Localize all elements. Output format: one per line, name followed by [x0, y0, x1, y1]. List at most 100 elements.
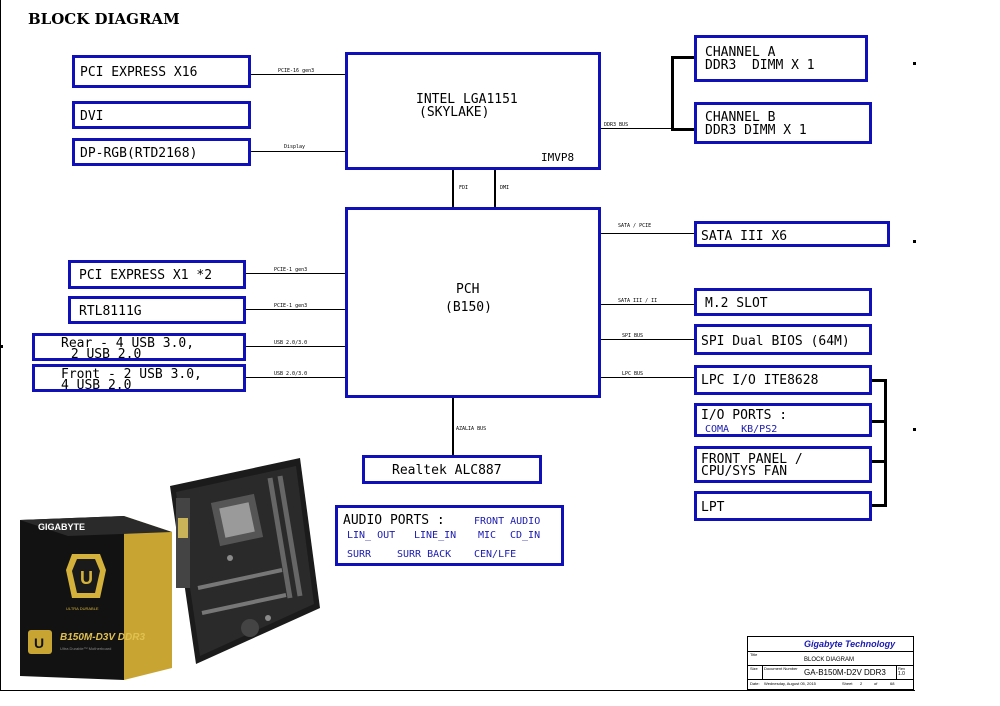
channel-a-line1: CHANNEL A — [705, 45, 776, 60]
bus-label-pcie1-a: PCIE-1 gen3 — [274, 267, 308, 273]
box-badge-letter: U — [80, 568, 93, 588]
io-ports-label: I/O PORTS : — [701, 408, 788, 423]
bus-label-dmi: DMI — [500, 185, 510, 191]
bus-label-lpc: LPC BUS — [622, 371, 644, 377]
connector-ddr3-trunk — [671, 56, 674, 130]
title-block-of-label: of — [874, 681, 878, 686]
io-ports-list: COMA KB/PS2 — [705, 424, 778, 435]
io-ports-block: I/O PORTS : COMA KB/PS2 — [694, 403, 872, 437]
title-block-sheets: 68 — [890, 681, 895, 686]
frame-tick — [913, 428, 916, 431]
pch-model: (B150) — [445, 300, 492, 315]
connector-channel-a — [671, 56, 696, 59]
pcie-x16-label: PCI EXPRESS X16 — [80, 65, 198, 80]
bus-label-ddr3: DDR3 BUS — [604, 122, 629, 128]
usb-rear-block: Rear - 4 USB 3.0, 2 USB 2.0 — [32, 333, 246, 362]
frame-tick — [913, 240, 916, 243]
lpt-label: LPT — [701, 500, 725, 515]
connector-io-ports — [870, 420, 886, 423]
title-block-sheet: 2 — [860, 681, 863, 686]
audio-lin-out: LIN_ OUT — [347, 530, 396, 541]
usb-front-block: Front - 2 USB 3.0, 4 USB 2.0 — [32, 364, 246, 393]
title-block-doc-number: GA-B150M-D2V DDR3 — [804, 668, 886, 677]
lpc-io-block: LPC I/O ITE8628 — [694, 365, 872, 395]
connector-pcie1-a — [245, 273, 347, 274]
box-badge-text: ULTRA DURABLE — [66, 606, 99, 611]
dp-rgb-label: DP-RGB(RTD2168) — [80, 146, 198, 161]
connector-usb-front — [245, 377, 347, 378]
box-tagline: Ultra Durable™ Motherboard — [60, 646, 111, 651]
title-block-company: Gigabyte Technology — [804, 639, 896, 649]
diagram-title: BLOCK DIAGRAM — [28, 10, 180, 28]
channel-b-line2: DDR3 DIMM X 1 — [705, 123, 807, 138]
audio-cen-lfe: CEN/LFE — [474, 549, 517, 560]
usb-front-line1: Front - 2 USB 3.0, — [61, 367, 202, 382]
audio-surr-back: SURR BACK — [397, 549, 452, 560]
lpc-io-label: LPC I/O ITE8628 — [701, 373, 819, 388]
usb-front-line2: 4 USB 2.0 — [61, 378, 132, 393]
bus-label-display: Display — [284, 144, 306, 150]
connector-fdi — [452, 168, 454, 209]
connector-lpc-trunk — [884, 379, 887, 507]
title-block-doc-label: Document Number — [764, 666, 798, 671]
frame-tick — [0, 345, 3, 348]
audio-ports-block: AUDIO PORTS : FRONT AUDIO LIN_ OUT LINE_… — [335, 505, 564, 566]
connector-lpc — [600, 377, 696, 378]
title-block-title: BLOCK DIAGRAM — [804, 657, 855, 663]
frame-border-bottom — [0, 690, 915, 691]
pcie-x16-block: PCI EXPRESS X16 — [72, 55, 251, 88]
bus-label-sata3: SATA III / II — [618, 298, 658, 304]
motherboard-image — [170, 458, 320, 664]
title-block-date: Wednesday, August 05, 2015 — [764, 681, 816, 686]
lpt-block: LPT — [694, 491, 872, 521]
bus-label-spi: SPI BUS — [622, 333, 644, 339]
title-block-title-label: Title — [750, 652, 758, 657]
product-box-illustration: GIGABYTE U ULTRA DURABLE B150M-D3V DDR3 … — [20, 458, 320, 680]
connector-front-panel — [870, 460, 886, 463]
dvi-label: DVI — [80, 109, 104, 124]
bus-label-azalia: AZALIA BUS — [456, 426, 487, 432]
retail-box-image: GIGABYTE U ULTRA DURABLE B150M-D3V DDR3 … — [20, 516, 172, 680]
connector-lpt — [870, 504, 886, 507]
front-panel-line1: FRONT PANEL / — [701, 452, 803, 467]
spi-bios-block: SPI Dual BIOS (64M) — [694, 324, 872, 355]
audio-mic: MIC — [478, 530, 497, 541]
title-block: Gigabyte Technology Title BLOCK DIAGRAM … — [747, 636, 914, 690]
cpu-vr-tag: IMVP8 — [541, 151, 575, 164]
rtl8111g-label: RTL8111G — [79, 304, 142, 319]
audio-front-audio: FRONT AUDIO — [474, 516, 541, 527]
realtek-block: Realtek ALC887 — [362, 455, 542, 484]
title-block-rev: 1.0 — [898, 671, 905, 677]
pch-label: PCH — [456, 282, 480, 297]
cpu-label: INTEL LGA1151 — [416, 92, 518, 107]
m2-slot-label: M.2 SLOT — [705, 296, 768, 311]
connector-sata-pcie — [600, 233, 696, 234]
sata-label: SATA III X6 — [701, 229, 788, 244]
connector-pcie16 — [250, 74, 347, 75]
pcie-x1-label: PCI EXPRESS X1 *2 — [79, 268, 213, 283]
bus-label-pcie1-b: PCIE-1 gen3 — [274, 303, 308, 309]
pcie-x1-block: PCI EXPRESS X1 *2 — [68, 260, 246, 289]
dp-rgb-block: DP-RGB(RTD2168) — [72, 138, 251, 166]
title-block-rev-label: Rev — [898, 666, 906, 671]
bus-label-fdi: FDI — [459, 185, 469, 191]
connector-ddr3 — [600, 128, 672, 129]
connector-lpc-out — [870, 379, 886, 382]
pch-block: PCH (B150) — [345, 207, 601, 398]
channel-a-block: CHANNEL A DDR3 DIMM X 1 — [694, 35, 868, 82]
connector-pcie1-b — [245, 309, 347, 310]
bus-label-usb-a: USB 2.0/3.0 — [274, 340, 308, 346]
usb-rear-line2: 2 USB 2.0 — [63, 347, 142, 362]
usb-rear-line1: Rear - 4 USB 3.0, — [61, 336, 195, 351]
connector-display — [250, 151, 347, 152]
connector-dmi — [494, 168, 496, 209]
channel-a-line2: DDR3 DIMM X 1 — [705, 58, 815, 73]
audio-cd-in: CD_IN — [510, 530, 541, 541]
audio-surr: SURR — [347, 549, 372, 560]
realtek-label: Realtek ALC887 — [392, 463, 502, 478]
box-brand: GIGABYTE — [38, 522, 85, 532]
audio-ports-heading: AUDIO PORTS : — [343, 513, 445, 528]
connector-channel-b — [671, 128, 696, 131]
channel-b-block: CHANNEL B DDR3 DIMM X 1 — [694, 102, 872, 144]
